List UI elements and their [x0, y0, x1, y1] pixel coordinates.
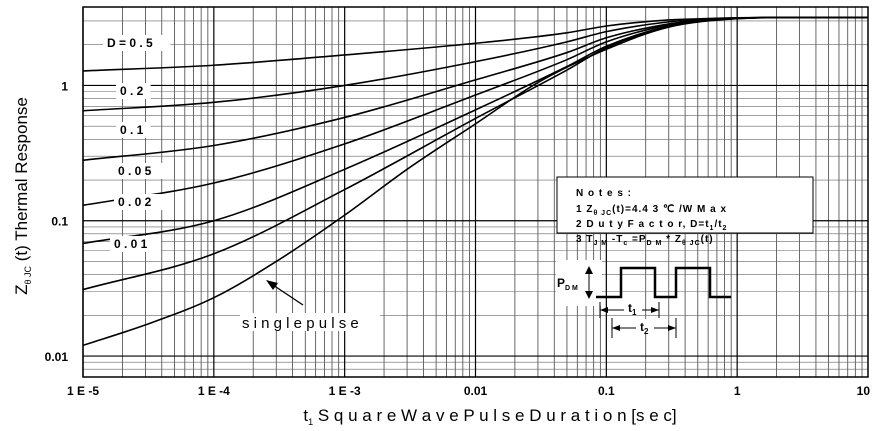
y-tick-label: 0.01: [45, 350, 69, 364]
notes-line-2: 2 D u t y F a c t o r, D=t1/t2: [576, 219, 727, 232]
notes-line-1: 1 Zθ JC(t)=4.4 3 ℃ /W M a x: [576, 204, 727, 217]
x-tick-label: 0.1: [598, 384, 615, 398]
pdm-label-sub: D M: [565, 285, 578, 292]
notes-box-frame: [556, 176, 814, 234]
t2-label-background: [636, 319, 654, 333]
notes-line-3-a: 3 T: [576, 234, 593, 245]
curve-7: [82, 16, 869, 347]
x-tick-label: 10: [857, 384, 871, 398]
notes-line-3-b: J M: [593, 240, 608, 247]
y-tick-label: 1: [61, 79, 68, 93]
t2-arrow-right: [668, 325, 676, 331]
single-pulse-arrow-line: [269, 282, 304, 306]
single-pulse-arrowhead: [266, 280, 278, 290]
notes-title: N o t e s :: [576, 188, 632, 199]
x-axis-title: t1 S q u a r e W a v e P u l s e D u r a…: [303, 406, 676, 427]
curves: [82, 16, 869, 347]
x-axis-title-sub: 1: [308, 417, 313, 427]
notes-line-2-b: 1: [710, 225, 715, 232]
y-axis-title-sub: θ JC: [23, 265, 33, 284]
x-axis-title-rest: S q u a r e W a v e P u l s e D u r a t …: [313, 406, 676, 425]
notes-line-1-c: (t)=4.4 3 ℃ /W M a x: [612, 204, 727, 215]
x-tick-label: 1 E -5: [67, 384, 99, 398]
t1-label-sub: 1: [632, 308, 637, 317]
x-tick-label: 1 E -3: [329, 384, 361, 398]
curve-label: D = 0 . 5: [107, 36, 153, 50]
pdm-arrow-down: [585, 291, 593, 299]
x-tick-label: 1 E -4: [198, 384, 230, 398]
curve-label-background: [116, 122, 151, 138]
tick-labels: 1 E -5 1 E -4 1 E -3 0.01 0.1 1 10 0.01 0.1 1: [45, 79, 871, 398]
notes-box: N o t e s : 1 Zθ JC(t)=4.4 3 ℃ /W M a x …: [556, 176, 814, 247]
notes-line-2-c: /t: [714, 219, 722, 230]
plot-frame: [82, 6, 869, 378]
y-axis-title: Zθ JC (t) Thermal Response: [12, 97, 33, 295]
y-axis-title-z: Z: [12, 284, 31, 294]
t1-arrow-right: [651, 307, 659, 313]
notes-line-3-h: θ JC: [682, 240, 701, 247]
y-axis-title-rest: (t) Thermal Response: [12, 97, 31, 266]
curve-labels: D = 0 . 5 0 . 2 0 . 1 0 . 0 5 0 . 0 2 0 . 0 1: [103, 35, 171, 252]
t2-arrow-left: [612, 325, 620, 331]
curve-label: 0 . 0 2: [118, 195, 152, 209]
notes-line-3-f: D M: [647, 240, 663, 247]
single-pulse-label: s i n g l e p u l s e: [242, 315, 359, 332]
notes-line-3-c: -T: [608, 234, 623, 245]
t1-arrow-left: [600, 307, 608, 313]
curve-label-background: [103, 35, 171, 51]
curve-label: 0 . 1: [120, 123, 144, 137]
notes-line-1-a: 1 Z: [576, 204, 593, 215]
curve-label: 0 . 0 5: [118, 164, 152, 178]
x-tick-label: 1: [734, 384, 741, 398]
notes-line-3-d: c: [623, 240, 628, 247]
t1-label: t1: [628, 301, 637, 317]
y-tick-label: 0.1: [51, 215, 68, 229]
x-tick-label: 0.01: [464, 384, 488, 398]
pulse-waveform-inset: PD M t1 t2: [556, 260, 731, 338]
curve-label-background: [110, 236, 161, 252]
curve-label: 0 . 0 1: [114, 237, 148, 251]
t2-label-t: t: [640, 320, 644, 334]
pdm-arrow-up: [585, 266, 593, 274]
notes-line-2-d: 2: [723, 225, 728, 232]
pdm-label-background: [556, 260, 602, 306]
x-axis-title-t: t: [303, 406, 308, 425]
t1-label-background: [624, 300, 642, 313]
t2-label: t2: [640, 320, 649, 336]
curve-label: 0 . 2: [120, 84, 144, 98]
curve-label-background: [114, 194, 165, 210]
pdm-label-p: P: [557, 276, 565, 290]
single-pulse-annotation: s i n g l e p u l s e: [240, 280, 380, 332]
notes-line-2-a: 2 D u t y F a c t o r, D=t: [576, 219, 710, 230]
single-pulse-label-background: [240, 313, 380, 331]
curve-label-background: [116, 83, 151, 99]
pulse-waveform: [596, 266, 731, 299]
pdm-label: PD M: [557, 276, 578, 292]
notes-line-3-g: * Z: [662, 234, 682, 245]
notes-line-3-e: =P: [628, 234, 646, 245]
curve-label-background: [114, 163, 165, 179]
t2-label-sub: 2: [644, 327, 649, 336]
notes-line-1-b: θ JC: [593, 210, 612, 217]
notes-line-3: 3 TJ M -Tc =PD M * Zθ JC(t): [576, 234, 714, 247]
notes-line-3-i: (t): [701, 234, 714, 245]
t1-label-t: t: [628, 301, 632, 315]
